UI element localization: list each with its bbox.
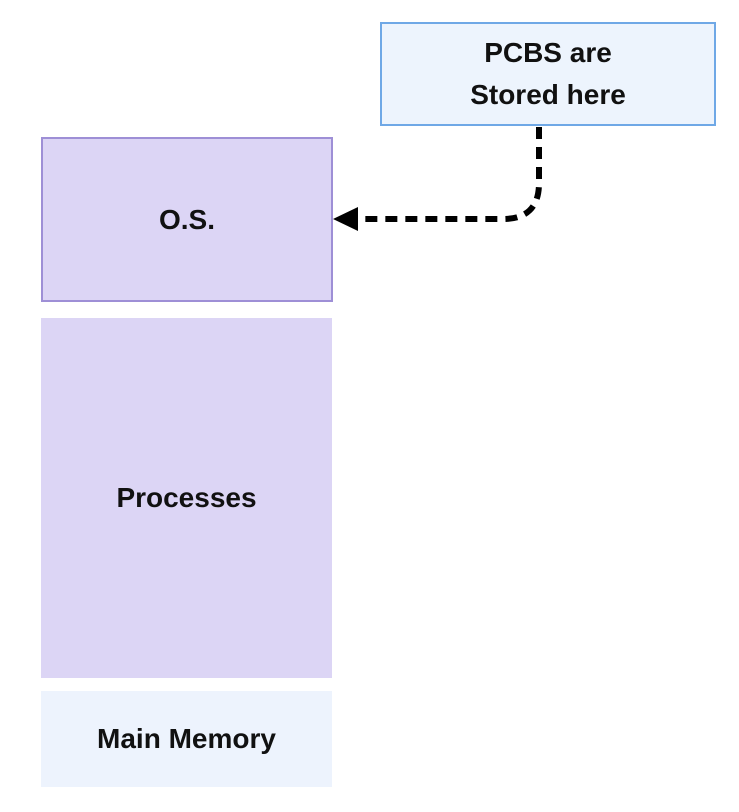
arrowhead-icon bbox=[333, 207, 358, 231]
main-memory-block: Main Memory bbox=[41, 691, 332, 787]
processes-memory-block: Processes bbox=[41, 318, 332, 678]
pcb-callout-box: PCBS are Stored here bbox=[380, 22, 716, 126]
main-memory-label: Main Memory bbox=[97, 723, 276, 754]
callout-line-2: Stored here bbox=[470, 79, 626, 110]
os-memory-block: O.S. bbox=[41, 137, 333, 302]
processes-label: Processes bbox=[116, 482, 257, 513]
callout-line-1: PCBS are bbox=[484, 37, 612, 68]
os-label: O.S. bbox=[158, 203, 215, 235]
dashed-connector-line bbox=[356, 127, 542, 222]
